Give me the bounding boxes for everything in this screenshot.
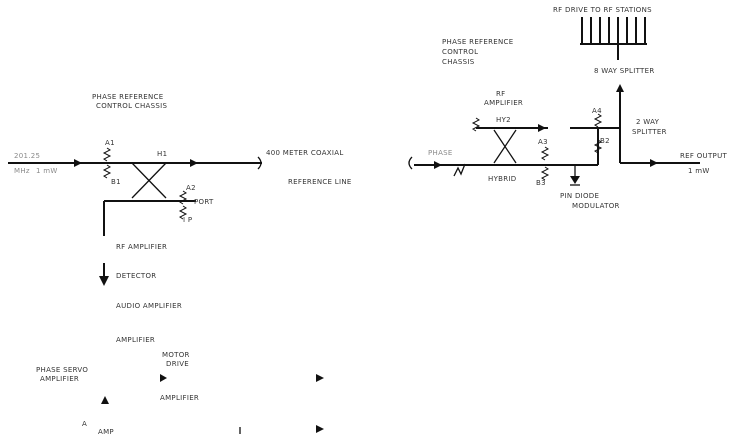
center-arrow-1 [316,374,324,382]
up-arrow [101,396,109,404]
hy2-upper-arrow [538,124,546,132]
phase-ref-left-label-2: CONTROL CHASSIS [96,102,167,110]
rf-amp-label-2: AMPLIFIER [484,99,523,107]
b1-label: B1 [111,178,121,186]
attenuator-a2 [178,190,188,205]
bottom-sub-label: AMP [98,428,114,436]
splitter-up-arrow [616,84,624,92]
attenuator-a1 [102,147,112,162]
phase-label: PHASE [428,149,453,157]
attenuator-b2 [593,139,603,154]
a1-label: A1 [105,139,115,147]
chain-amplifier-label-2: AMPLIFIER [160,394,199,402]
rf-drive-label: RF DRIVE TO RF STATIONS [553,6,652,14]
bottom-label: A [82,420,87,428]
attenuator-b3 [540,166,550,181]
modulator-label-2: MODULATOR [572,202,620,210]
phase-ref-right-label-2: CONTROL [442,48,478,56]
down-arrow [99,276,109,286]
attenuator-termination [178,205,188,220]
coax-label: 400 METER COAXIAL [266,149,344,157]
motor-label-2: DRIVE [166,360,189,368]
pin-diode-icon [570,176,580,184]
servo-label-1: PHASE SERVO [36,366,88,374]
phase-ref-right-label-3: CHASSIS [442,58,475,66]
a3-label: A3 [538,138,548,146]
rf-amp-label-1: RF [496,90,506,98]
attenuator-b1 [102,164,112,179]
reference-line-label: REFERENCE LINE [288,178,352,186]
a4-label: A4 [592,107,602,115]
port-label: PORT [194,198,214,206]
phase-ref-left-label-1: PHASE REFERENCE [92,93,163,101]
hy2-label: HY2 [496,116,511,124]
right-input-arrow [434,161,442,169]
two-way-label-1: 2 WAY [636,118,660,126]
h1-label: H1 [157,150,167,158]
modulator-label-1: PIN DIODE [560,192,599,200]
eight-way-splitter-label: 8 WAY SPLITTER [594,67,655,75]
chain-audio-amp-label: AUDIO AMPLIFIER [116,302,182,310]
center-arrow-2 [316,425,324,433]
hy2-attenuator [471,117,481,132]
servo-label-2: AMPLIFIER [40,375,79,383]
main-arrow [190,159,198,167]
chain-detector-label: DETECTOR [116,272,156,280]
input-unit-label: MHz [14,167,30,175]
hybrid-h1-cross-2 [131,162,167,199]
two-way-label-2: SPLITTER [632,128,667,136]
motor-label-1: MOTOR [162,351,190,359]
input-power-label: 1 mW [36,167,58,175]
hybrid-hy2-cross-2 [493,129,517,164]
coax-connector-right [408,156,413,170]
ref-output-arrow [650,159,658,167]
ref-output-power-label: 1 mW [688,167,710,175]
servo-arrow [160,374,167,382]
phase-ref-right-label-1: PHASE REFERENCE [442,38,513,46]
b3-label: B3 [536,179,546,187]
chain-amplifier-label: AMPLIFIER [116,336,155,344]
b2-label: B2 [600,137,610,145]
attenuator-a3 [540,146,550,161]
a2-label: A2 [186,184,196,192]
input-freq-label: 201.25 [14,152,40,160]
input-arrow [74,159,82,167]
attenuator-a4 [593,113,603,128]
phase-shifter-glyph [453,163,466,177]
port-sub-label: I P [183,216,192,224]
chain-rf-amplifier-label: RF AMPLIFIER [116,243,167,251]
coax-connector-left [257,156,262,170]
ref-output-label: REF OUTPUT [680,152,727,160]
hybrid-label: HYBRID [488,175,516,183]
